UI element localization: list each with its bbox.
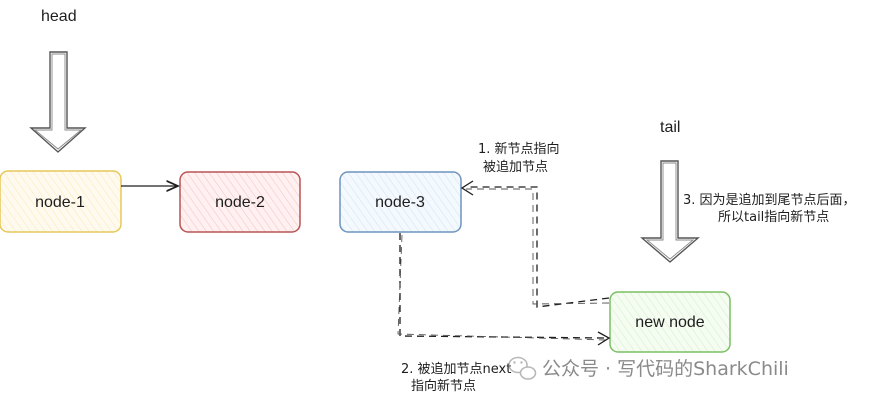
step3-text-line1: 3. 因为是追加到尾节点后面， — [683, 192, 856, 208]
node-3-box: node-3 — [339, 171, 462, 233]
step3-text-line2: 所以tail指向新节点 — [718, 209, 829, 225]
node-3-label: node-3 — [375, 194, 425, 211]
step2-text-line2: 指向新节点 — [411, 378, 476, 394]
node-2-box: node-2 — [179, 171, 301, 233]
node3-to-newnode-dashed-arrow — [397, 233, 607, 341]
wechat-icon — [508, 356, 537, 380]
node-1-box: node-1 — [0, 170, 122, 233]
step2-arrowhead — [597, 331, 611, 346]
node-1-label: node-1 — [35, 194, 85, 211]
node-2-label: node-2 — [215, 194, 265, 211]
step1-text-line2: 被追加节点 — [483, 159, 548, 175]
new-node-label: new node — [635, 314, 704, 331]
step1-arrowhead — [460, 180, 474, 196]
watermark-text: 公众号 · 写代码的SharkChili — [542, 358, 789, 380]
step2-text-line1: 2. 被追加节点next — [401, 361, 511, 377]
tail-pointer-arrow — [640, 160, 700, 263]
head-pointer-arrow — [29, 51, 87, 153]
tail-label: tail — [660, 119, 680, 136]
head-label: head — [41, 8, 77, 25]
newnode-to-node3-dashed-arrow — [466, 186, 610, 308]
step1-text-line1: 1. 新节点指向 — [478, 141, 560, 157]
new-node-box: new node — [609, 291, 731, 353]
